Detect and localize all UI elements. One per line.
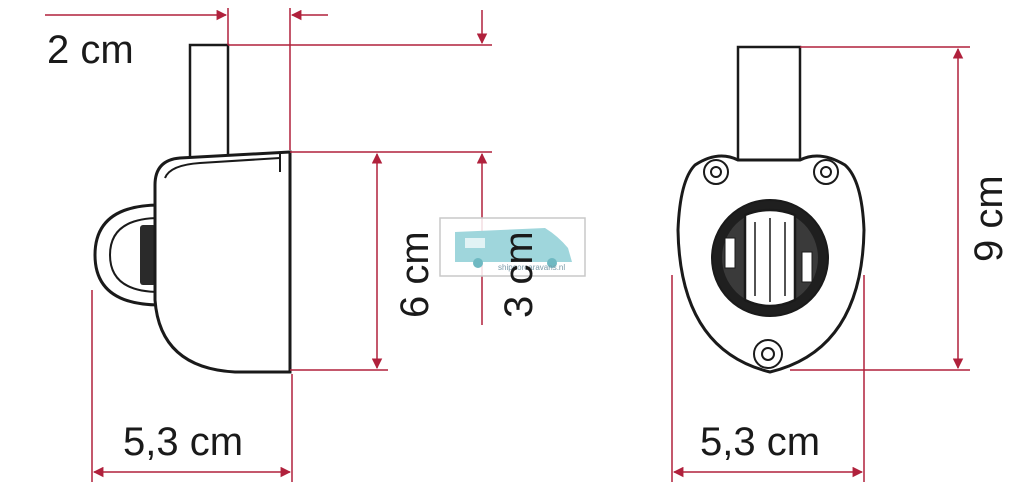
lock-body (153, 150, 292, 374)
side-view (93, 43, 292, 374)
tube (188, 43, 230, 162)
front-dimensions (671, 46, 970, 482)
camper-van-icon (455, 228, 572, 268)
handle-icon (93, 203, 161, 307)
mounting-hole-icon (703, 159, 839, 369)
side-body-height-label: 6 cm (393, 231, 437, 318)
key-barrel-icon (711, 199, 829, 317)
watermark: shipoorcaravans.nl (439, 217, 586, 277)
front-height-label: 9 cm (967, 175, 1011, 262)
watermark-text: shipoorcaravans.nl (498, 263, 565, 272)
side-width-label: 5,3 cm (123, 420, 243, 464)
front-view (676, 45, 866, 374)
front-width-label: 5,3 cm (700, 420, 820, 464)
side-top-width-label: 2 cm (47, 28, 134, 72)
front-tube (736, 45, 802, 167)
side-tube-height-label: 3 cm (497, 231, 541, 318)
